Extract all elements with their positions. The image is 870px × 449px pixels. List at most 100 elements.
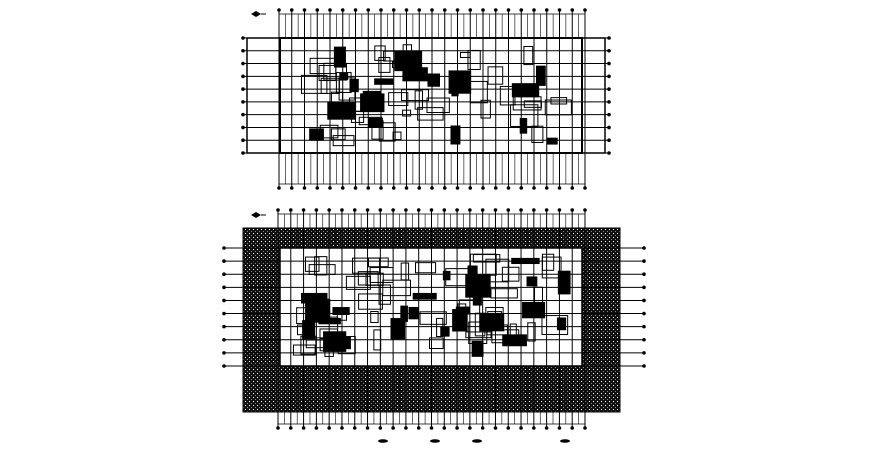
grid-bubble-left [241, 48, 245, 53]
grid-bubble-right [607, 48, 611, 53]
grid-bubble-bottom [328, 186, 332, 190]
grid-bubble-top [506, 208, 511, 212]
grid-bubble-bottom [557, 186, 562, 190]
grid-bubble-right [642, 364, 646, 368]
grid-bubble-top [391, 208, 395, 212]
grid-bubble-bottom [315, 186, 320, 190]
room-fixture [332, 307, 350, 316]
room-fixture [382, 279, 412, 297]
room-fixture [350, 110, 365, 123]
grid-bubble-bottom [379, 186, 383, 190]
grid-bubble-bottom [570, 426, 575, 430]
room-fixture [419, 311, 447, 325]
grid-bubble-bottom [506, 186, 511, 190]
grid-bubble-left [222, 337, 226, 342]
grid-bubble-left [222, 298, 226, 303]
grid-bubble-top [468, 8, 473, 12]
room-fixture [512, 96, 542, 111]
room-fixture [511, 257, 540, 265]
grid-bubble-top [519, 208, 523, 212]
room-fixture [417, 107, 444, 121]
room-fixture [300, 335, 317, 355]
room-fixture [357, 271, 379, 286]
room-fixture [304, 256, 320, 272]
grid-bubble-right [642, 324, 646, 329]
grid-bubble-top [288, 208, 293, 212]
grid-bubble-bottom [288, 426, 293, 430]
grid-bubble-top [353, 8, 358, 12]
grid-bubble-left [222, 285, 226, 290]
room-fixture [556, 317, 567, 331]
room-fixture [531, 125, 544, 143]
grid-bubble-left [222, 324, 226, 329]
room-fixture [358, 293, 383, 310]
room-fixture [378, 284, 391, 305]
grid-bubble-left [222, 351, 226, 355]
grid-bubble-top [481, 8, 485, 12]
grid-bubble-right [642, 285, 646, 290]
grid-bubble-top [468, 208, 472, 212]
room-fixture [550, 97, 568, 105]
room-fixture [308, 264, 336, 275]
room-fixture [501, 266, 520, 282]
grid-bubble-top [506, 8, 511, 12]
room-fixture [450, 125, 461, 145]
grid-bubble-top [417, 8, 422, 12]
grid-bubble-bottom [544, 426, 549, 430]
grid-bubble-right [642, 311, 646, 316]
room-fixture [490, 288, 518, 299]
room-fixture [502, 334, 527, 347]
room-fixture [408, 306, 419, 320]
grid-bubble-top [352, 208, 357, 212]
room-fixture [300, 74, 328, 94]
room-fixture [519, 117, 528, 134]
lower-floor-plan [222, 208, 646, 443]
room-fixture [371, 120, 384, 140]
section-marker-icon [560, 439, 570, 443]
grid-bubble-top [570, 8, 575, 12]
grid-bubble-bottom [519, 186, 524, 190]
grid-bubble-top [493, 208, 498, 212]
grid-bubble-top [583, 208, 587, 212]
grid-bubble-top [404, 8, 409, 12]
room-fixture [352, 257, 381, 274]
room-fixture [374, 78, 394, 85]
grid-bubble-bottom [455, 186, 460, 190]
grid-bubble-bottom [430, 186, 434, 190]
grid-bubble-top [366, 8, 371, 12]
grid-bubble-bottom [289, 186, 294, 190]
grid-bubble-left [241, 100, 245, 104]
room-fixture [527, 322, 536, 342]
grid-bubble-top [301, 208, 306, 212]
grid-bubble-bottom [404, 426, 408, 430]
room-fixture [546, 137, 558, 145]
grid-bubble-bottom [391, 186, 396, 190]
room-fixture [305, 298, 331, 323]
grid-bubble-bottom [583, 426, 587, 430]
grid-bubble-top [276, 208, 280, 212]
room-fixture [429, 337, 444, 350]
grid-bubble-bottom [416, 426, 421, 430]
grid-bubble-bottom [352, 426, 357, 430]
grid-bubble-left [241, 61, 245, 66]
grid-bubble-right [642, 272, 646, 277]
room-fixture [458, 299, 481, 315]
grid-bubble-bottom [276, 426, 280, 430]
room-fixture [526, 276, 538, 287]
grid-bubble-top [455, 208, 459, 212]
grid-bubble-right [607, 138, 611, 143]
grid-bubble-bottom [366, 186, 371, 190]
room-fixture [360, 93, 385, 113]
grid-bubble-bottom [340, 186, 345, 190]
room-fixture [469, 253, 497, 276]
grid-bubble-top [429, 208, 434, 212]
grid-bubble-right [642, 246, 646, 250]
room-fixture [427, 73, 440, 87]
grid-bubble-bottom [378, 426, 383, 430]
room-fixture [390, 318, 406, 340]
room-fixture [534, 286, 543, 310]
room-fixture [485, 258, 510, 283]
room-fixture [402, 109, 412, 117]
room-fixture [388, 92, 409, 107]
